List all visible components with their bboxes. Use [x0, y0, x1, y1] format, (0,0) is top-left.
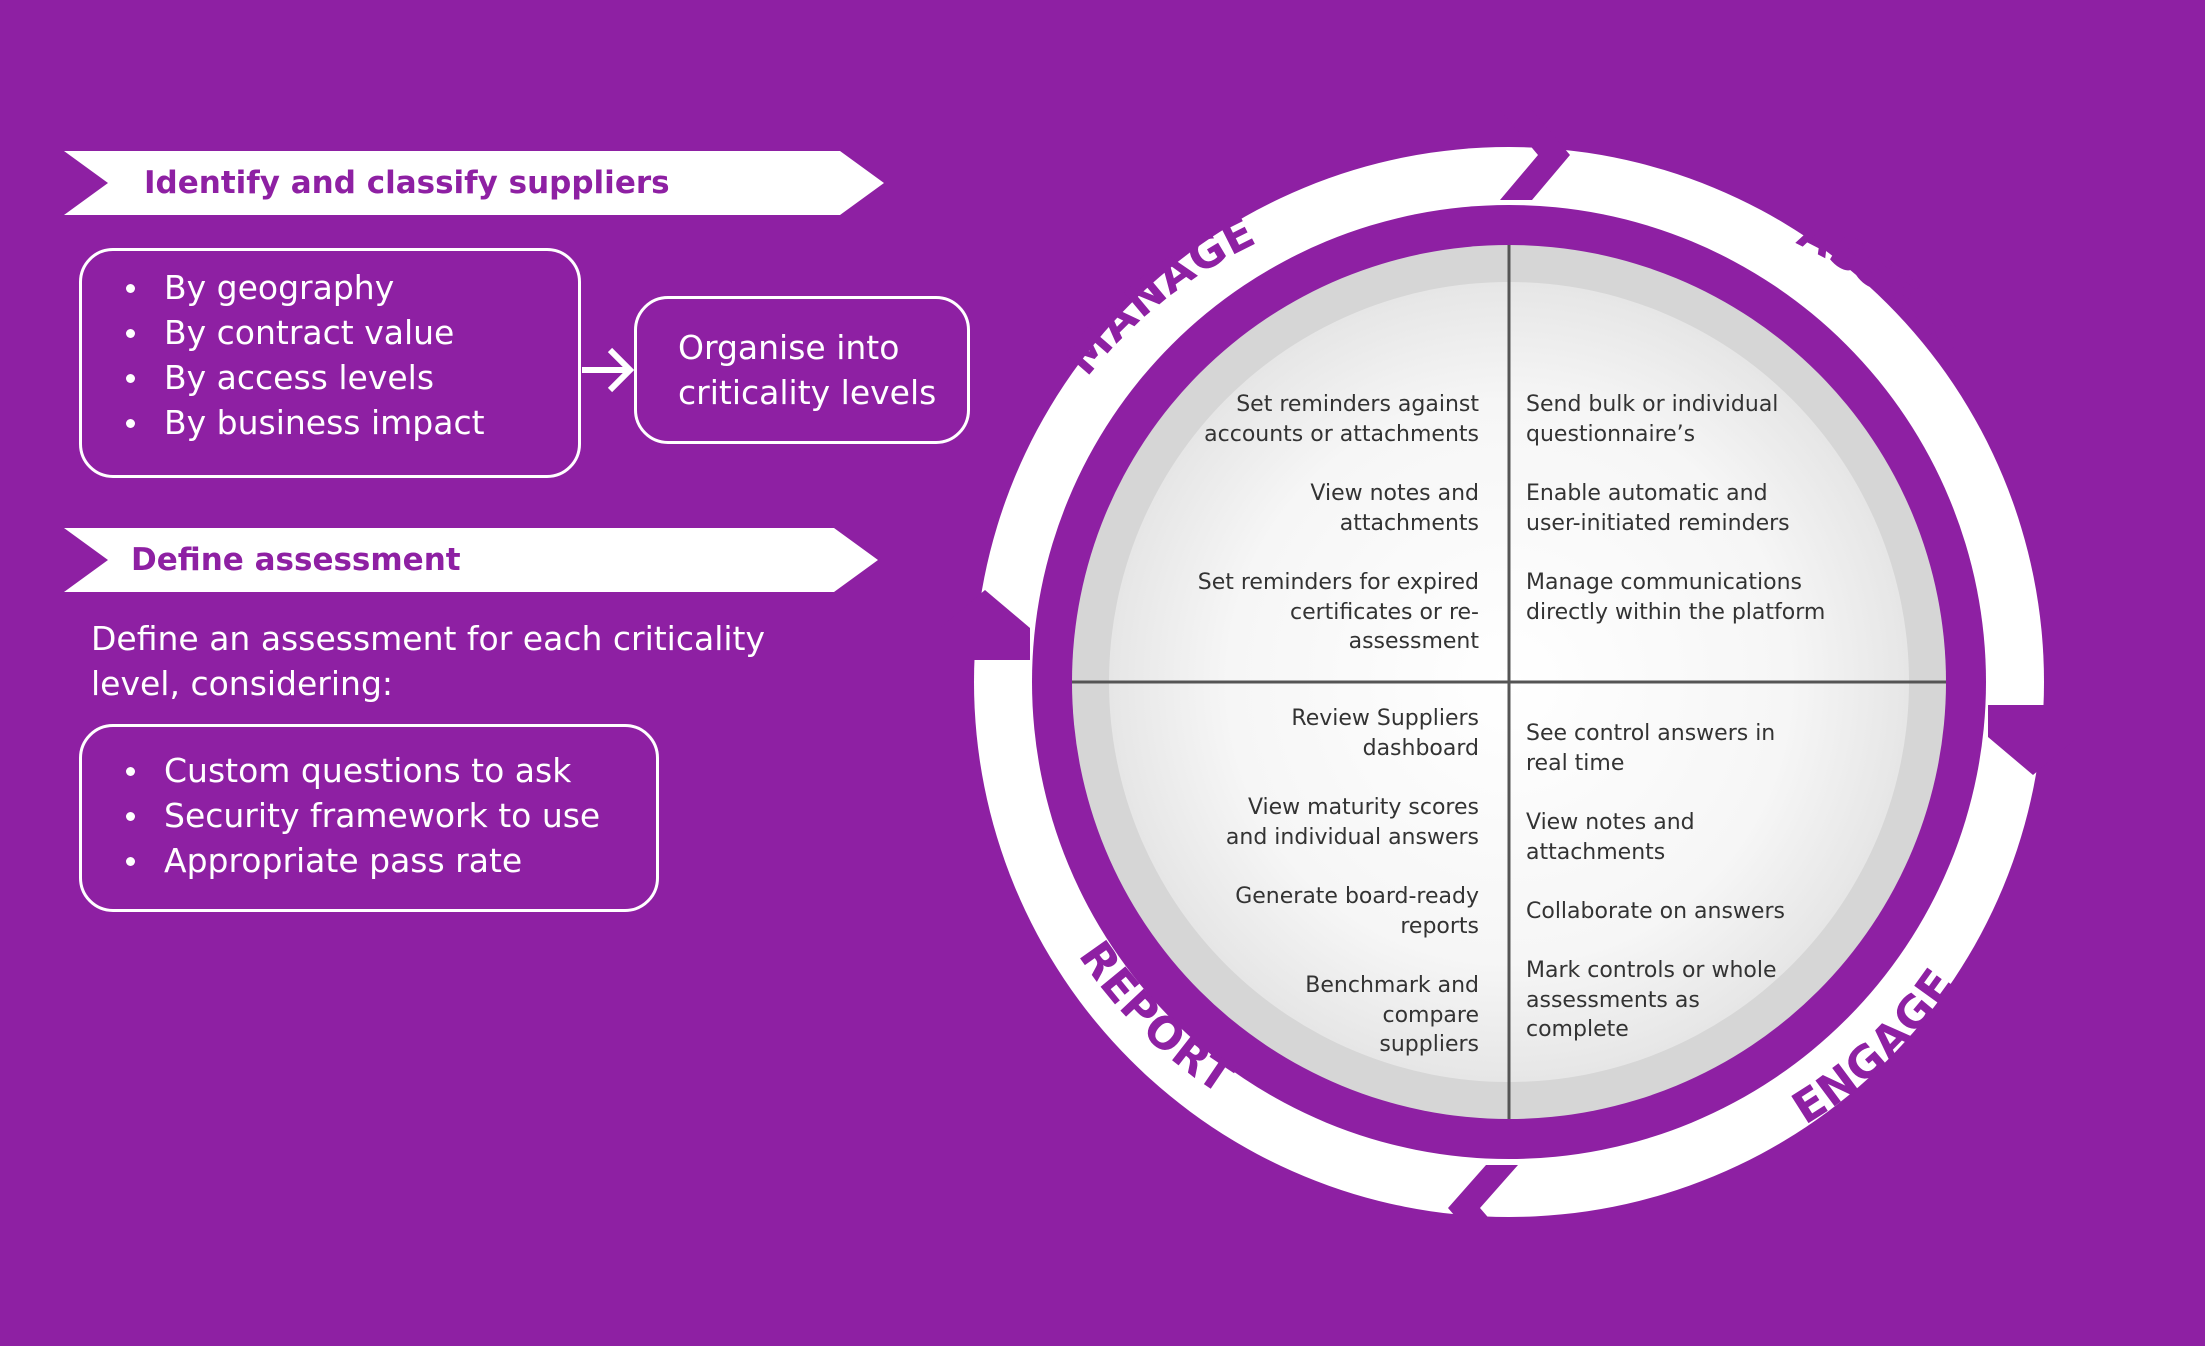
criticality-text: Organise into criticality levels	[678, 328, 937, 412]
engage-item-4: Mark controls or whole assessments as co…	[1526, 958, 1777, 1042]
criticality-box: Organise into criticality levels	[634, 296, 970, 444]
engage-item-3: Collaborate on answers	[1526, 899, 1785, 924]
criteria-item: By access levels	[126, 355, 578, 400]
assess-item-3: Manage communications directly within th…	[1526, 570, 1826, 625]
identify-title: Identify and classify suppliers	[144, 165, 670, 201]
define-criteria-box: Custom questions to ask Security framewo…	[79, 724, 659, 912]
assessment-item: Custom questions to ask	[126, 748, 656, 793]
engage-item-2: View notes and attachments	[1526, 810, 1695, 865]
identify-banner-shape	[64, 151, 884, 215]
define-title: Define assessment	[131, 542, 461, 578]
identify-banner: Identify and classify suppliers	[64, 151, 884, 215]
manage-item-2: View notes and attachments	[1310, 481, 1479, 536]
manage-item-3: Set reminders for expired certificates o…	[1197, 570, 1479, 654]
criteria-item: By contract value	[126, 310, 578, 355]
ring-chevrons	[940, 110, 2078, 1252]
assessment-item: Security framework to use	[126, 793, 656, 838]
report-item-4: Benchmark and compare suppliers	[1305, 973, 1479, 1057]
identify-criteria-box: By geography By contract value By access…	[79, 248, 581, 478]
define-intro-line2: level, considering:	[91, 664, 394, 703]
report-item-1: Review Suppliers dashboard	[1291, 706, 1479, 761]
define-banner-shape	[64, 528, 878, 592]
arrow-right-icon	[582, 347, 635, 393]
engage-item-1: See control answers in real time	[1526, 721, 1776, 776]
criteria-item: By geography	[126, 265, 578, 310]
report-item-2: View maturity scores and individual answ…	[1225, 795, 1479, 850]
manage-item-1: Set reminders against accounts or attach…	[1204, 392, 1479, 447]
assessment-item: Appropriate pass rate	[126, 838, 656, 883]
criteria-item: By business impact	[126, 400, 578, 445]
report-item-3: Generate board-ready reports	[1235, 884, 1479, 939]
assess-item-1: Send bulk or individual questionnaire’s	[1526, 392, 1779, 447]
define-banner: Define assessment	[64, 528, 878, 592]
assess-item-2: Enable automatic and user-initiated remi…	[1526, 481, 1790, 536]
define-intro-line1: Define an assessment for each criticalit…	[91, 619, 766, 658]
